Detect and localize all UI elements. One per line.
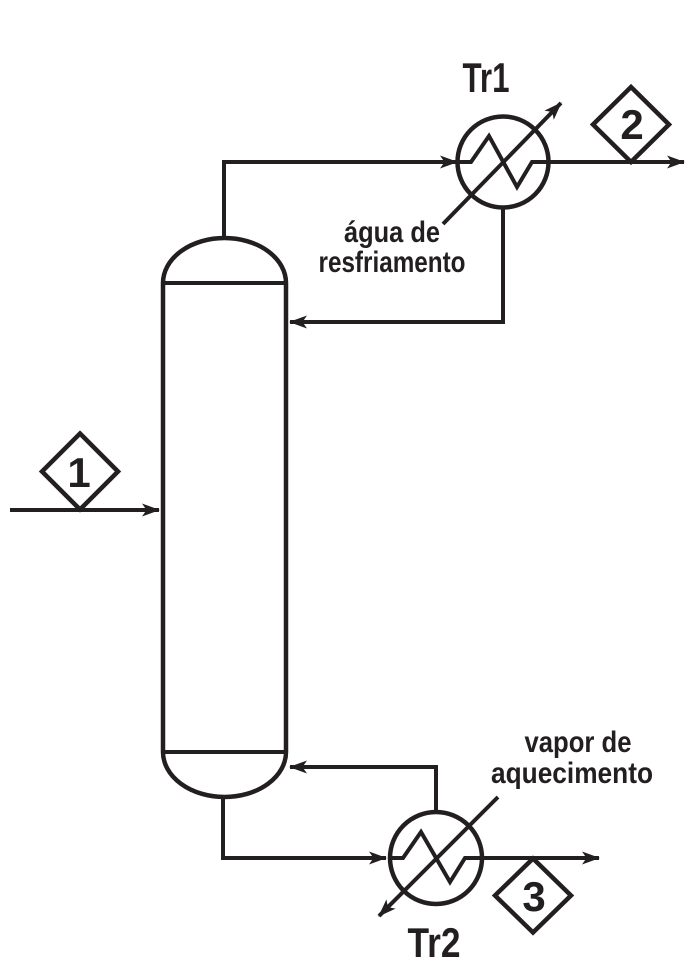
bottoms-outlet-line xyxy=(221,797,387,865)
tr1-coolant-line-arrow xyxy=(441,101,563,226)
tr2-label: Tr2 xyxy=(408,919,461,966)
distillation-column xyxy=(160,235,289,800)
stream-3-number: 3 xyxy=(522,873,545,920)
stream-1-diamond xyxy=(38,430,122,513)
stream-3-diamond xyxy=(491,855,575,936)
overhead-vapor-line xyxy=(222,155,458,238)
piping xyxy=(10,155,685,865)
stream-1-number: 1 xyxy=(67,449,90,496)
heating-steam-label-line1: vapor de xyxy=(525,726,632,759)
cooling-water-label-line2: resfriamento xyxy=(319,246,466,279)
column-shell xyxy=(160,235,289,800)
boilup-return-line xyxy=(289,760,438,811)
tr2-steam-line-arrow xyxy=(377,795,500,918)
heat-exchanger-tr2 xyxy=(377,795,500,918)
stream-2-diamond xyxy=(589,83,673,166)
reflux-return-line xyxy=(289,207,505,329)
heat-exchanger-tr1 xyxy=(441,101,563,226)
stream-markers: 1 2 3 xyxy=(38,83,673,936)
stream-2-number: 2 xyxy=(620,101,643,148)
cooling-water-label-line1: água de xyxy=(344,216,440,249)
labels: Tr1 Tr2 água de resfriamento vapor de aq… xyxy=(319,54,654,966)
heating-steam-label-line2: aquecimento xyxy=(491,757,653,790)
tr1-label: Tr1 xyxy=(463,54,510,101)
